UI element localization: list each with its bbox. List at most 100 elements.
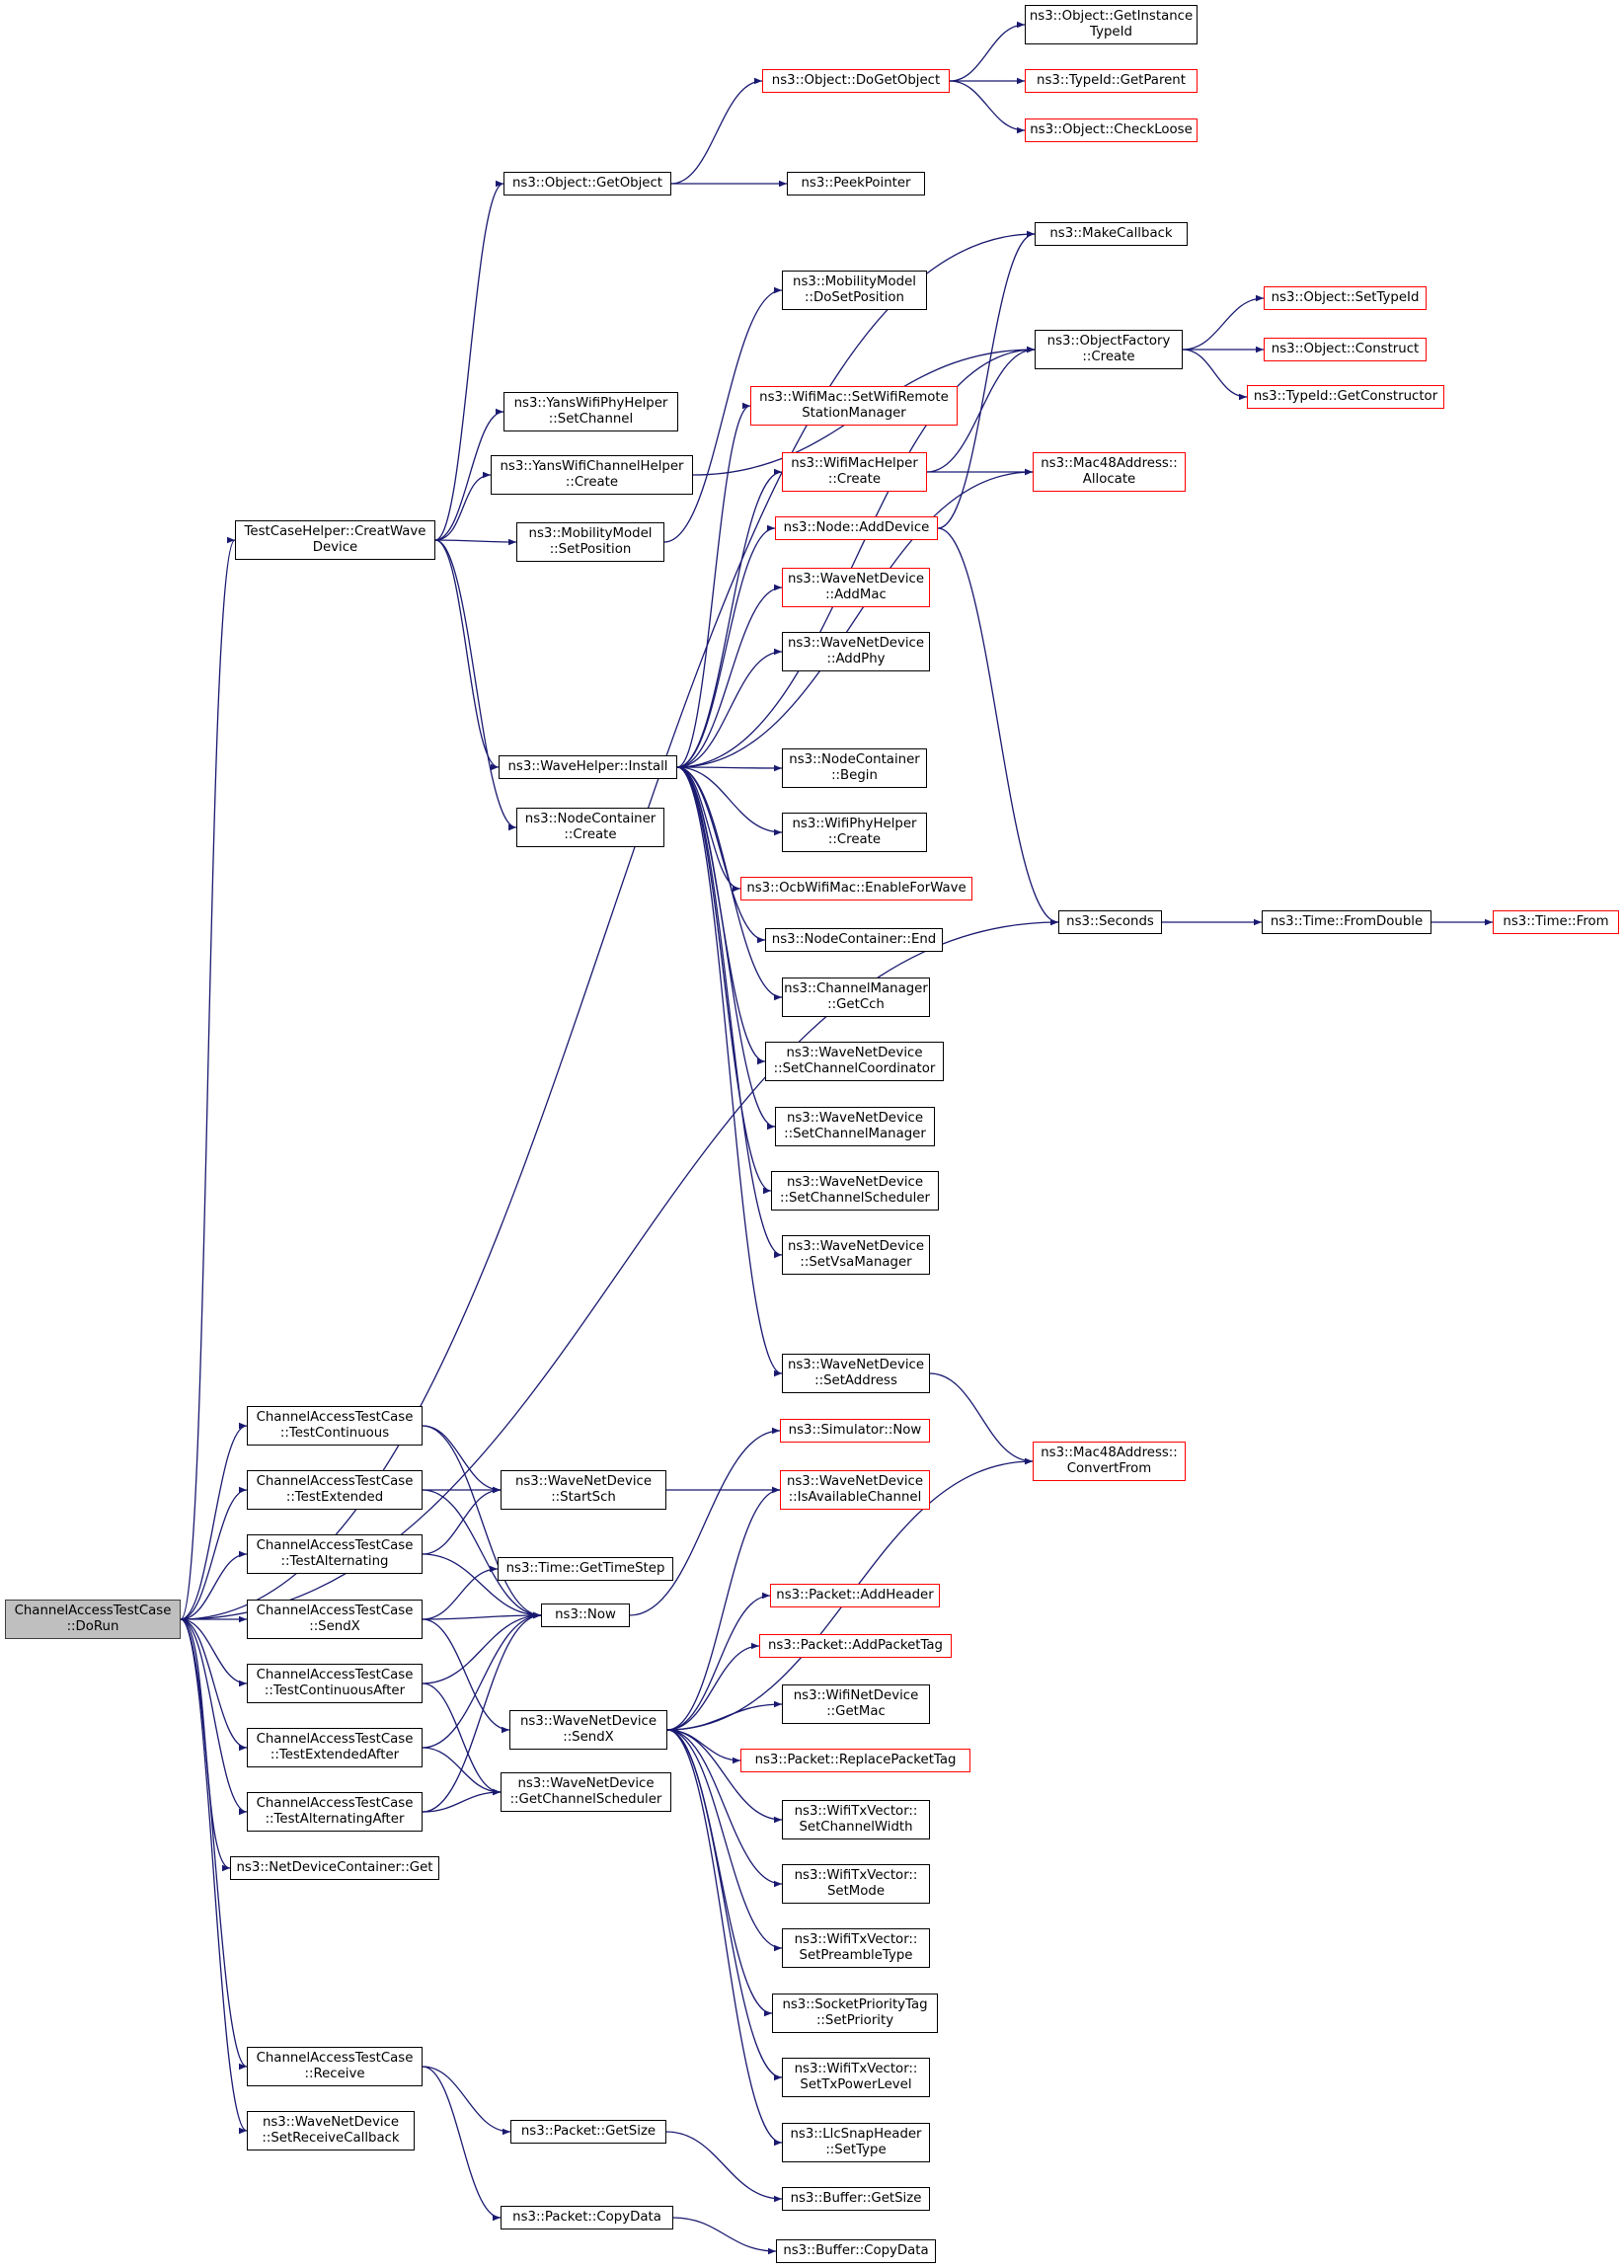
edge-waveSendX-to-setType [666,1729,783,2147]
node-mob-set-position[interactable]: ns3::MobilityModel::SetPosition [516,522,664,562]
node-label-line: ns3::Node::AddDevice [783,520,930,535]
node-make-callback[interactable]: ns3::MakeCallback [1035,222,1188,246]
node-label-line: ::TestExtended [285,1490,384,1505]
node-add-header[interactable]: ns3::Packet::AddHeader [770,1584,940,1607]
node-set-tx-power-level[interactable]: ns3::WifiTxVector::SetTxPowerLevel [782,2058,930,2097]
node-send-x-test[interactable]: ChannelAccessTestCase::SendX [247,1600,423,1639]
node-do-get-object[interactable]: ns3::Object::DoGetObject [762,69,950,93]
node-test-extended[interactable]: ChannelAccessTestCase::TestExtended [247,1470,423,1510]
node-get-cch[interactable]: ns3::ChannelManager::GetCch [782,978,930,1017]
node-label-line: ns3::WaveNetDevice [786,1111,924,1126]
node-set-channel-width[interactable]: ns3::WifiTxVector::SetChannelWidth [782,1800,930,1839]
edge-now-to-simNow [629,1427,781,1616]
node-label-line: ns3::WaveNetDevice [786,1175,924,1190]
node-test-continuous-after[interactable]: ChannelAccessTestCase::TestContinuousAft… [247,1664,423,1703]
node-get-mac[interactable]: ns3::WifiNetDevice::GetMac [782,1684,930,1724]
node-label-line: ::SendX [563,1730,614,1745]
edge-doGetObject-to-getInstanceTypeId [949,21,1026,82]
node-peek-pointer[interactable]: ns3::PeekPointer [787,172,925,196]
node-add-mac[interactable]: ns3::WaveNetDevice::AddMac [782,568,930,607]
node-convert-from[interactable]: ns3::Mac48Address::ConvertFrom [1033,1442,1186,1481]
node-test-alternating[interactable]: ChannelAccessTestCase::TestAlternating [247,1534,423,1574]
node-set-channel-manager[interactable]: ns3::WaveNetDevice::SetChannelManager [775,1107,935,1146]
node-get-time-step[interactable]: ns3::Time::GetTimeStep [498,1557,673,1581]
node-test-alternating-after[interactable]: ChannelAccessTestCase::TestAlternatingAf… [247,1792,423,1832]
node-nc-create[interactable]: ns3::NodeContainer::Create [516,808,664,847]
node-label-line: ::IsAvailableChannel [788,1490,922,1505]
node-set-priority[interactable]: ns3::SocketPriorityTag::SetPriority [772,1994,938,2033]
node-enable-for-wave[interactable]: ns3::OcbWifiMac::EnableForWave [740,877,972,900]
node-label-line: ::AddPhy [826,652,886,666]
node-nc-end[interactable]: ns3::NodeContainer::End [765,928,943,952]
node-test-extended-after[interactable]: ChannelAccessTestCase::TestExtendedAfter [247,1728,423,1767]
node-node-add-device[interactable]: ns3::Node::AddDevice [775,516,938,540]
node-test-continuous[interactable]: ChannelAccessTestCase::TestContinuous [247,1406,423,1446]
node-get-constructor[interactable]: ns3::TypeId::GetConstructor [1247,385,1444,409]
node-set-channel-coordinator[interactable]: ns3::WaveNetDevice::SetChannelCoordinato… [765,1042,944,1081]
node-check-loose[interactable]: ns3::Object::CheckLoose [1025,118,1198,142]
node-mac-allocate[interactable]: ns3::Mac48Address::Allocate [1033,452,1186,492]
node-label-line: ns3::Object::CheckLoose [1030,122,1193,137]
node-add-phy[interactable]: ns3::WaveNetDevice::AddPhy [782,632,930,671]
node-now[interactable]: ns3::Now [541,1603,630,1627]
node-label-line: ns3::WifiTxVector:: [794,1932,918,1947]
node-nc-begin[interactable]: ns3::NodeContainer::Begin [782,748,927,788]
edge-waveSendX-to-getMac [666,1700,783,1731]
node-from-double[interactable]: ns3::Time::FromDouble [1262,910,1431,934]
node-get-channel-scheduler[interactable]: ns3::WaveNetDevice::GetChannelScheduler [501,1772,671,1812]
node-label-line: ns3::PeekPointer [801,176,911,191]
node-is-available-channel[interactable]: ns3::WaveNetDevice::IsAvailableChannel [780,1470,930,1510]
node-label-line: ::GetCch [827,997,885,1012]
node-buf-get-size[interactable]: ns3::Buffer::GetSize [782,2187,930,2211]
node-factory-create[interactable]: ns3::ObjectFactory::Create [1035,330,1183,369]
node-receive[interactable]: ChannelAccessTestCase::Receive [247,2047,423,2086]
node-label-line: ::Create [827,472,882,487]
node-seconds[interactable]: ns3::Seconds [1058,910,1162,934]
node-set-vsa-manager[interactable]: ns3::WaveNetDevice::SetVsaManager [782,1235,930,1275]
node-start-sch[interactable]: ns3::WaveNetDevice::StartSch [501,1470,666,1510]
edge-testAlternating-to-startSch [422,1486,502,1555]
node-label-line: ns3::YansWifiChannelHelper [500,459,684,474]
node-time-from[interactable]: ns3::Time::From [1493,910,1619,934]
node-phy-helper-create[interactable]: ns3::WifiPhyHelper::Create [782,813,927,852]
node-label-line: ns3::SocketPriorityTag [782,1997,928,2012]
node-set-preamble-type[interactable]: ns3::WifiTxVector::SetPreambleType [782,1928,930,1968]
node-buf-copy-data[interactable]: ns3::Buffer::CopyData [776,2239,936,2263]
node-label-line: ::SetPosition [549,542,632,557]
node-do-set-position[interactable]: ns3::MobilityModel::DoSetPosition [782,271,927,310]
node-obj-construct[interactable]: ns3::Object::Construct [1264,338,1427,361]
node-replace-packet-tag[interactable]: ns3::Packet::ReplacePacketTag [740,1749,970,1772]
node-add-packet-tag[interactable]: ns3::Packet::AddPacketTag [759,1634,952,1658]
node-set-type[interactable]: ns3::LlcSnapHeader::SetType [782,2123,930,2162]
node-ndc-get[interactable]: ns3::NetDeviceContainer::Get [230,1856,439,1880]
node-yans-phy-set-channel[interactable]: ns3::YansWifiPhyHelper::SetChannel [503,392,678,431]
node-pkt-copy-data[interactable]: ns3::Packet::CopyData [501,2206,673,2229]
node-label-line: ns3::WaveNetDevice [517,1776,655,1791]
node-set-address[interactable]: ns3::WaveNetDevice::SetAddress [782,1354,930,1393]
node-wifi-mac-helper-create[interactable]: ns3::WifiMacHelper::Create [782,452,927,492]
node-obj-set-type-id[interactable]: ns3::Object::SetTypeId [1264,286,1427,310]
node-label-line: ChannelAccessTestCase [256,1796,414,1811]
node-set-mode[interactable]: ns3::WifiTxVector::SetMode [782,1864,930,1904]
node-label-line: ::GetChannelScheduler [509,1792,662,1807]
node-pkt-get-size[interactable]: ns3::Packet::GetSize [510,2120,666,2144]
node-set-receive-callback[interactable]: ns3::WaveNetDevice::SetReceiveCallback [247,2111,415,2151]
node-label-line: ns3::LlcSnapHeader [790,2127,922,2142]
node-sim-now[interactable]: ns3::Simulator::Now [780,1419,930,1443]
node-set-channel-scheduler[interactable]: ns3::WaveNetDevice::SetChannelScheduler [771,1171,939,1211]
node-wave-send-x[interactable]: ns3::WaveNetDevice::SendX [509,1710,667,1750]
node-label-line: ns3::Time::From [1503,914,1609,929]
node-label-line: ns3::NodeContainer [524,812,657,826]
edge-testAlternating-to-now [422,1553,542,1619]
node-get-parent[interactable]: ns3::TypeId::GetParent [1025,69,1198,93]
node-label-line: ns3::WifiTxVector:: [794,1804,918,1819]
node-wave-install[interactable]: ns3::WaveHelper::Install [499,755,677,779]
node-yans-channel-create[interactable]: ns3::YansWifiChannelHelper::Create [491,455,693,495]
edge-waveInstall-to-nodeAddDevice [676,524,776,768]
node-get-object[interactable]: ns3::Object::GetObject [503,172,671,196]
node-label-line: ns3::Object::SetTypeId [1271,290,1420,305]
